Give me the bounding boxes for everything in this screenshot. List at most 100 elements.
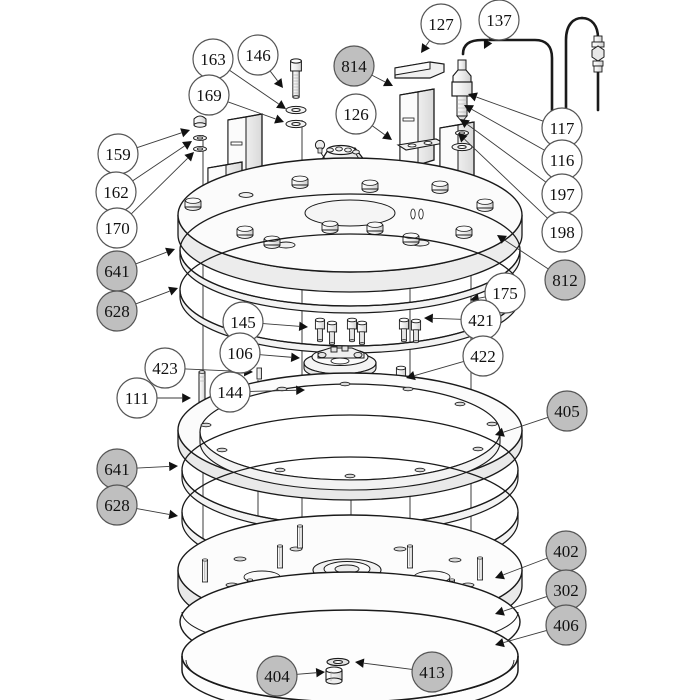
callout-197[interactable]: 197 (541, 173, 583, 215)
leader-line-162 (132, 145, 185, 182)
callout-812[interactable]: 812 (544, 259, 586, 301)
leader-line-163 (229, 69, 279, 105)
arrowhead-127 (421, 43, 430, 53)
callout-163[interactable]: 163 (192, 38, 234, 80)
callout-circle-127[interactable] (420, 3, 462, 45)
callout-126[interactable]: 126 (335, 93, 377, 135)
screw-group-144 (256, 367, 356, 401)
callout-111[interactable]: 111 (116, 377, 158, 419)
callout-169[interactable]: 169 (188, 74, 230, 116)
washer-162 (193, 135, 207, 141)
callout-circle-812[interactable] (544, 259, 586, 301)
callout-label-405: 405 (554, 402, 580, 421)
callout-circle-106[interactable] (219, 332, 261, 374)
callout-402[interactable]: 402 (545, 530, 587, 572)
callout-label-162: 162 (103, 183, 129, 202)
leader-line-126 (371, 125, 385, 136)
callout-198[interactable]: 198 (541, 211, 583, 253)
callout-circle-111[interactable] (116, 377, 158, 419)
callout-circle-814[interactable] (333, 45, 375, 87)
callout-label-127: 127 (428, 15, 454, 34)
leader-line-402 (503, 557, 548, 576)
arrowhead-812 (497, 235, 507, 244)
callout-406[interactable]: 406 (545, 604, 587, 646)
leader-line-116 (471, 109, 545, 151)
arrowhead-197 (460, 119, 470, 129)
callout-circle-170[interactable] (96, 207, 138, 249)
leader-line-302 (503, 595, 548, 612)
callout-circle-126[interactable] (335, 93, 377, 135)
arrowhead-137 (483, 39, 493, 49)
leader-line-137 (487, 37, 491, 42)
leader-line-117 (476, 96, 544, 122)
callout-circle-405[interactable] (546, 390, 588, 432)
callout-circle-413[interactable] (411, 651, 453, 693)
callout-label-145: 145 (230, 313, 256, 332)
callout-label-126: 126 (343, 105, 369, 124)
callout-106[interactable]: 106 (219, 332, 261, 374)
callout-circle-169[interactable] (188, 74, 230, 116)
callout-641[interactable]: 641 (96, 250, 138, 292)
leader-line-146 (269, 70, 278, 82)
callout-circle-422[interactable] (462, 335, 504, 377)
callout-814[interactable]: 814 (333, 45, 375, 87)
callout-label-117: 117 (550, 119, 575, 138)
top-deck-plate (177, 157, 523, 293)
valve-block-right-tall (399, 88, 435, 182)
callout-137[interactable]: 137 (478, 0, 520, 41)
callout-144[interactable]: 144 (209, 371, 251, 413)
callout-162[interactable]: 162 (95, 171, 137, 213)
callout-circle-198[interactable] (541, 211, 583, 253)
arrowhead-162 (182, 141, 192, 150)
hardware-stack-top-left (193, 115, 207, 152)
callout-628[interactable]: 628 (96, 290, 138, 332)
callout-421[interactable]: 421 (460, 299, 502, 341)
leader-line-628 (135, 290, 170, 305)
callout-label-406: 406 (553, 616, 579, 635)
callout-405[interactable]: 405 (546, 390, 588, 432)
arrowhead-198 (458, 133, 468, 143)
callout-circle-146[interactable] (237, 34, 279, 76)
callout-label-137: 137 (486, 11, 512, 30)
callout-423[interactable]: 423 (144, 347, 186, 389)
probe-sensor-assembly (451, 59, 473, 152)
callout-label-641: 641 (104, 262, 130, 281)
callout-circle-144[interactable] (209, 371, 251, 413)
leader-line-404 (296, 672, 317, 675)
callout-127[interactable]: 127 (420, 3, 462, 45)
callout-641[interactable]: 641 (96, 448, 138, 490)
callout-circle-628[interactable] (96, 290, 138, 332)
callout-404[interactable]: 404 (256, 655, 298, 697)
leader-line-422 (414, 361, 464, 376)
callout-116[interactable]: 116 (541, 139, 583, 181)
callout-170[interactable]: 170 (96, 207, 138, 249)
callout-label-628: 628 (104, 302, 130, 321)
callout-302[interactable]: 302 (545, 569, 587, 611)
callout-circle-175[interactable] (484, 272, 526, 314)
callout-117[interactable]: 117 (541, 107, 583, 149)
arrowhead-145 (298, 321, 308, 332)
leader-line-106 (259, 354, 292, 358)
callout-175[interactable]: 175 (484, 272, 526, 314)
callout-146[interactable]: 146 (237, 34, 279, 76)
callout-628[interactable]: 628 (96, 484, 138, 526)
callout-422[interactable]: 422 (462, 335, 504, 377)
leader-line-198 (464, 138, 548, 219)
leader-line-169 (227, 101, 276, 120)
callout-145[interactable]: 145 (222, 301, 264, 343)
arrowhead-628 (168, 509, 178, 520)
callout-label-116: 116 (550, 151, 575, 170)
arrowhead-144 (296, 385, 305, 395)
callout-413[interactable]: 413 (411, 651, 453, 693)
callout-circle-406[interactable] (545, 604, 587, 646)
callout-label-628: 628 (104, 496, 130, 515)
callout-circle-423[interactable] (144, 347, 186, 389)
hardware-stack-top-center (285, 58, 307, 129)
arrowhead-413 (355, 658, 365, 668)
callout-circle-404[interactable] (256, 655, 298, 697)
callout-circle-628[interactable] (96, 484, 138, 526)
arrowhead-159 (180, 128, 190, 138)
oring-198 (451, 142, 473, 152)
callout-circle-137[interactable] (478, 0, 520, 41)
callout-159[interactable]: 159 (97, 133, 139, 175)
